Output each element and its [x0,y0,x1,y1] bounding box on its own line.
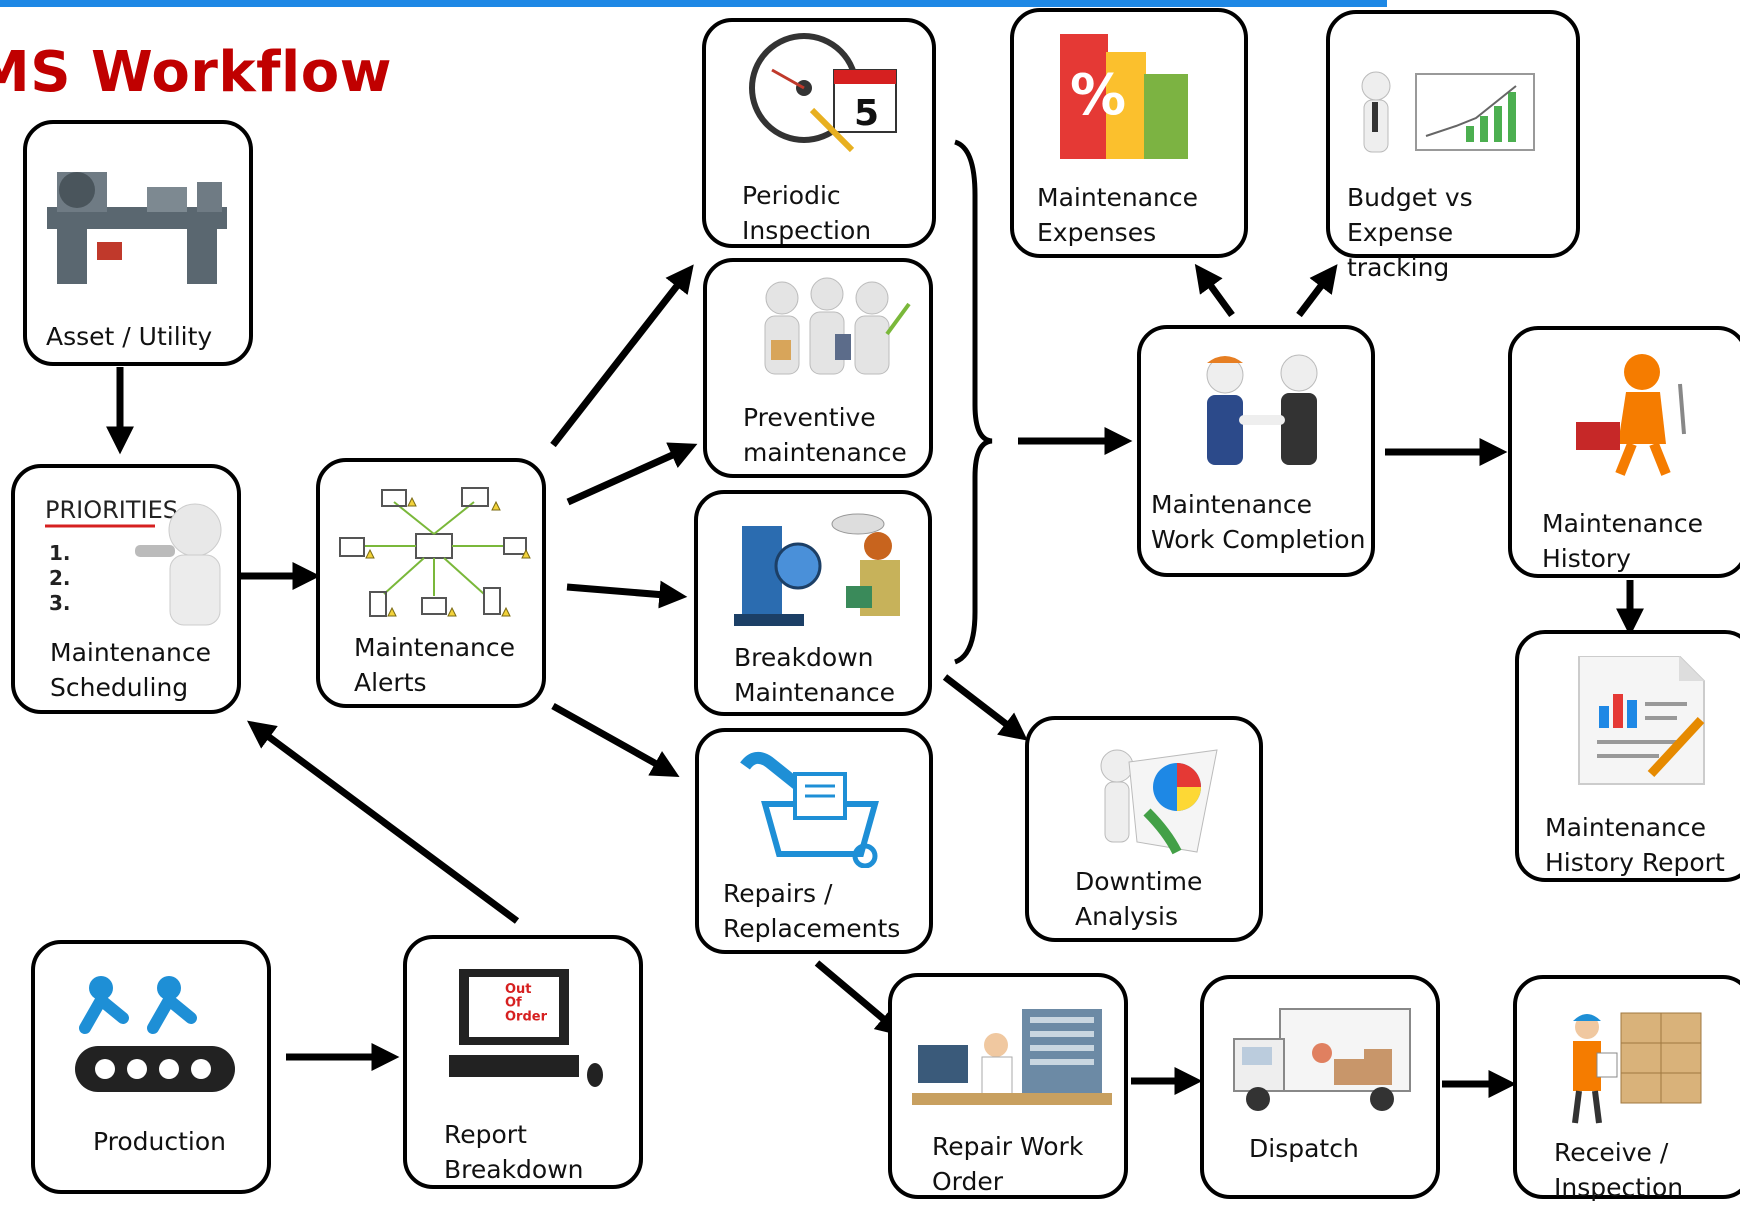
node-label: Downtime Analysis [1075,867,1203,931]
node-breakdown-maintenance[interactable]: Breakdown Maintenance [694,490,932,716]
alert-network-icon [339,487,531,617]
page-title: MS Workflow [0,40,392,105]
node-history-report[interactable]: Maintenance History Report [1515,630,1740,882]
node-maintenance-history[interactable]: Maintenance History [1508,326,1740,578]
node-work-completion[interactable]: Maintenance Work Completion [1137,325,1375,577]
node-budget-tracking[interactable]: Budget vs Expense tracking [1326,10,1580,282]
svg-text:1.: 1. [49,541,71,565]
node-label: Repairs / Replacements [723,879,901,943]
node-label: Preventive maintenance [743,403,907,467]
arrow-alerts-to-preventive [566,442,698,506]
arrow-reportbreakdown-to-scheduling [247,720,520,924]
node-receive-inspection[interactable]: Receive / Inspection [1513,975,1740,1202]
worker-pallet-icon [1572,1012,1702,1124]
svg-text:%: % [1070,63,1126,128]
node-label: Asset / Utility [46,322,213,351]
node-label: Maintenance History [1542,509,1703,573]
node-maintenance-expenses[interactable]: % Maintenance Expenses [1010,8,1248,258]
node-label: Periodic Inspection [742,181,872,245]
arrow-breakdown-to-downtime [942,674,1028,741]
node-label: Dispatch [1249,1134,1359,1163]
report-chart-icon [1578,656,1705,785]
header-bar [0,0,1387,7]
node-label: Maintenance Work Completion [1151,490,1366,554]
handshake-icon [1206,354,1318,465]
node-label: Receive / Inspection [1554,1138,1684,1202]
arrow-completion-to-expenses [1194,263,1235,318]
node-label: Maintenance Scheduling [50,638,211,702]
node-maintenance-scheduling[interactable]: PRIORITIES 1. 2. 3. Maintenance Scheduli… [11,464,241,714]
node-label: Report Breakdown [444,1120,584,1184]
node-asset-utility[interactable]: Asset / Utility [23,120,253,366]
lathe-machine-icon [47,172,227,284]
arrow-completion-to-budget [1296,264,1338,318]
delivery-truck-icon [1233,1008,1411,1111]
priorities-heading: PRIORITIES [45,496,178,524]
arrow-alerts-to-repairs [551,702,680,777]
node-label: Maintenance Expenses [1037,183,1198,247]
svg-text:3.: 3. [49,591,71,615]
node-label: Maintenance Alerts [354,633,515,697]
arrow-alerts-to-periodic [550,264,694,448]
node-label: Production [93,1127,227,1156]
pie-chart-figure-icon [1100,749,1218,855]
node-periodic-inspection[interactable]: 5 Periodic Inspection [702,18,936,248]
node-label: Breakdown Maintenance [734,643,895,707]
node-maintenance-alerts[interactable]: Maintenance Alerts [316,458,546,708]
person-toolbox-icon [1576,354,1686,476]
node-label: Repair Work Order [932,1132,1084,1196]
percent-bars-icon: % [1060,34,1188,159]
presenter-chart-icon [1361,71,1535,153]
node-repair-work-order[interactable]: Repair Work Order [888,973,1128,1199]
svg-text:5: 5 [854,93,879,134]
node-downtime-analysis[interactable]: Downtime Analysis [1025,716,1263,942]
node-dispatch[interactable]: Dispatch [1200,975,1440,1199]
node-label: Budget vs Expense tracking [1347,183,1473,282]
gauge-calendar-icon: 5 [749,33,897,153]
svg-text:2.: 2. [49,566,71,590]
node-repairs-replacements[interactable]: Repairs / Replacements [695,728,933,954]
team-tools-icon [764,277,911,375]
node-production[interactable]: Production [31,940,271,1194]
node-label: Maintenance History Report [1545,813,1725,877]
office-worker-icon [912,1009,1112,1105]
arrow-alerts-to-breakdown [566,580,688,609]
conveyor-workers-icon [75,976,235,1092]
arrow-repairs-to-workorder [814,960,905,1037]
toolbox-cart-icon [740,751,879,868]
node-preventive-maintenance[interactable]: Preventive maintenance [703,258,933,478]
machine-repair-icon [734,513,900,626]
grouping-brace [953,139,993,665]
priorities-list-icon: PRIORITIES 1. 2. 3. [45,496,222,626]
